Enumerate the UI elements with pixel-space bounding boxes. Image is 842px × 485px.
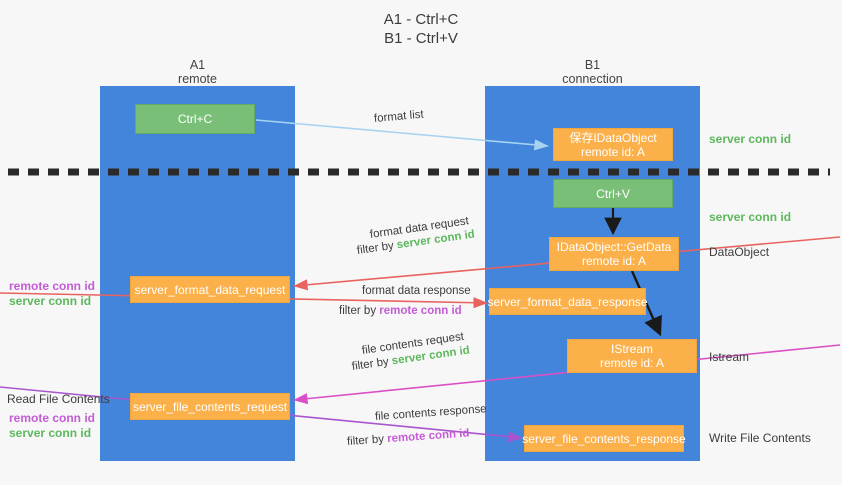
box-server-file-contents-response-label: server_file_contents_response xyxy=(522,431,686,446)
box-server-format-data-response-label: server_format_data_response xyxy=(487,294,648,309)
box-save-idataobject-line2: remote id: A xyxy=(580,144,646,159)
box-save-idataobject[interactable]: 保存IDataObject remote id: A xyxy=(553,128,673,161)
left-label-read-file-contents: Read File Contents xyxy=(7,392,110,407)
label-format-list-text: format list xyxy=(373,108,425,125)
left-label-conn-ids-2: remote conn id server conn id xyxy=(9,411,95,441)
filter-prefix: filter by xyxy=(346,433,388,448)
box-server-file-contents-request[interactable]: server_file_contents_request xyxy=(130,393,290,420)
filter-prefix: filter by xyxy=(339,305,380,317)
label-format-data-response: format data response xyxy=(362,284,471,298)
filter-value-remote-conn-id: remote conn id xyxy=(386,427,470,446)
right-label-dataobject: DataObject xyxy=(709,245,769,260)
right-label-server-conn-id-2: server conn id xyxy=(709,210,791,225)
box-getdata-line1: IDataObject::GetData xyxy=(556,240,672,254)
box-istream-line2: remote id: A xyxy=(599,356,665,370)
box-ctrl-v-label: Ctrl+V xyxy=(596,186,630,201)
filter-prefix: filter by xyxy=(351,355,393,373)
box-getdata-line2: remote id: A xyxy=(581,254,647,268)
diagram-title: A1 - Ctrl+C B1 - Ctrl+V xyxy=(0,10,842,48)
title-line-2: B1 - Ctrl+V xyxy=(384,30,458,47)
box-istream[interactable]: IStream remote id: A xyxy=(567,339,697,373)
lane-b1-title-line1: B1 xyxy=(584,58,601,72)
label-file-contents-response: file contents response xyxy=(375,402,488,424)
box-server-format-data-request[interactable]: server_format_data_request xyxy=(130,276,290,303)
box-server-format-data-response[interactable]: server_format_data_response xyxy=(487,288,648,315)
box-ctrl-v[interactable]: Ctrl+V xyxy=(553,179,673,208)
box-istream-line1: IStream xyxy=(610,342,653,356)
lane-a1-title-line1: A1 xyxy=(189,58,206,72)
left-label-read-file-contents-text: Read File Contents xyxy=(7,392,110,406)
box-idataobject-getdata[interactable]: IDataObject::GetData remote id: A xyxy=(549,237,679,271)
left-label-server-conn-id-2: server conn id xyxy=(9,426,92,440)
lane-a1-title: A1 remote xyxy=(100,58,295,86)
box-ctrl-c-label: Ctrl+C xyxy=(177,112,213,126)
lane-b1-title: B1 connection xyxy=(485,58,700,86)
right-label-dataobject-text: DataObject xyxy=(709,245,770,259)
right-label-server-conn-id-1: server conn id xyxy=(709,132,791,147)
left-label-remote-conn-id-2: remote conn id xyxy=(9,411,96,425)
label-file-contents-response-filter: filter by remote conn id xyxy=(347,426,470,449)
label-format-data-response-filter: filter by remote conn id xyxy=(339,304,462,318)
filter-prefix: filter by xyxy=(356,239,398,257)
label-file-contents-response-text: file contents response xyxy=(374,403,488,423)
left-label-conn-ids-1: remote conn id server conn id xyxy=(9,279,95,309)
left-label-remote-conn-id-1: remote conn id xyxy=(9,279,96,293)
right-label-istream: Istream xyxy=(709,350,749,365)
box-server-file-contents-response[interactable]: server_file_contents_response xyxy=(522,425,686,452)
right-label-istream-text: Istream xyxy=(709,350,750,364)
right-label-write-file-contents: Write File Contents xyxy=(709,431,811,446)
left-label-server-conn-id-1: server conn id xyxy=(9,294,92,308)
title-line-1: A1 - Ctrl+C xyxy=(383,11,459,28)
lane-b1-title-line2: connection xyxy=(562,72,623,86)
filter-value-remote-conn-id: remote conn id xyxy=(379,305,462,317)
box-save-idataobject-line1: 保存IDataObject xyxy=(569,130,657,145)
right-label-write-file-contents-text: Write File Contents xyxy=(709,431,811,445)
box-server-file-contents-request-label: server_file_contents_request xyxy=(132,399,288,414)
lane-a1-title-line2: remote xyxy=(178,72,217,86)
right-label-server-conn-id-2-text: server conn id xyxy=(709,210,792,224)
box-server-format-data-request-label: server_format_data_request xyxy=(134,282,286,297)
right-label-server-conn-id-1-text: server conn id xyxy=(709,132,792,146)
box-ctrl-c[interactable]: Ctrl+C xyxy=(135,104,255,134)
label-format-data-response-text: format data response xyxy=(362,285,471,297)
label-format-list: format list xyxy=(373,108,424,126)
